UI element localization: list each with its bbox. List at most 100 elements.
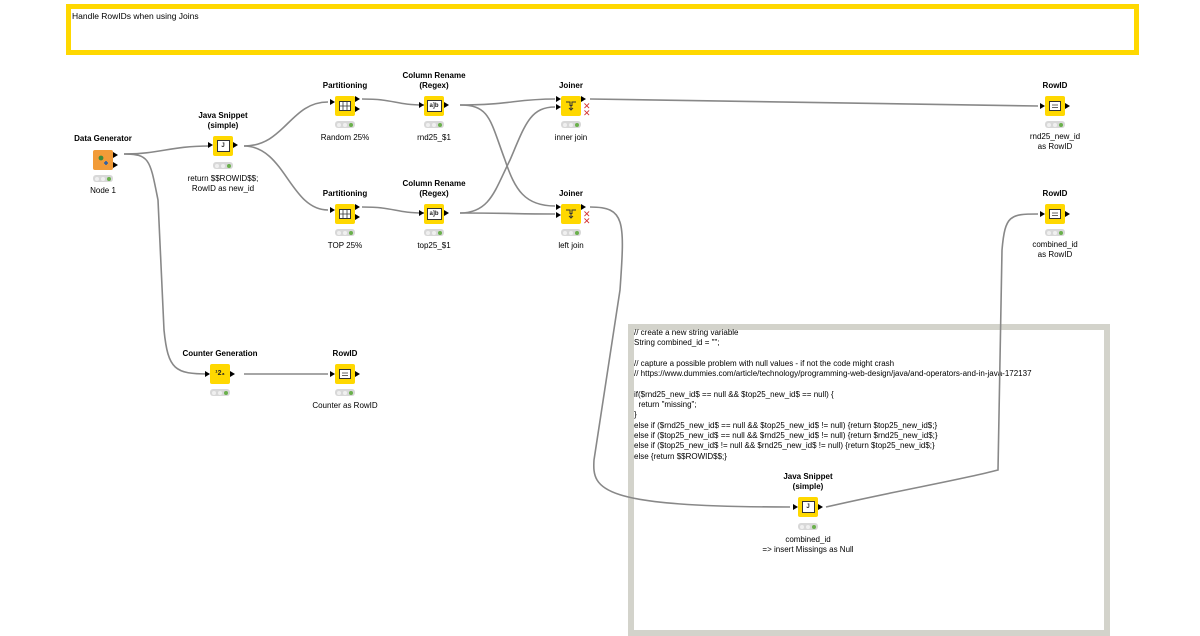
node-label[interactable]: Random 25% [320,133,370,142]
node-title: Joiner [558,81,583,90]
output-port[interactable] [1065,211,1070,217]
node-label[interactable]: top25_$1 [417,241,451,250]
output-port[interactable] [355,106,360,112]
node-label[interactable]: return $$ROWID$$; RowID as new_id [187,174,259,193]
input-port[interactable] [330,371,335,377]
input-port[interactable] [208,142,213,148]
conn-partition1-rename1 [361,98,425,106]
node-label[interactable]: combined_id => insert Missings as Null [762,535,854,554]
output-port[interactable] [355,371,360,377]
rowid-icon [1045,96,1065,116]
node-status-indicator [561,229,581,236]
node-status-indicator [335,389,355,396]
output-port[interactable] [355,96,360,102]
conn-joiner1-rowid1 [589,98,1039,107]
node-status-indicator [335,121,355,128]
conn-javasnippet-partition2 [243,145,329,211]
node-status-indicator [561,121,581,128]
input-port[interactable] [419,210,424,216]
node-title: Data Generator [74,134,132,143]
input-port[interactable] [556,104,561,110]
counter-icon: ¹2₃ [210,364,230,384]
node-title: RowID [1042,81,1068,90]
node-column-rename-1[interactable]: Column Rename (Regex) a]b rnd25_$1 [384,71,484,146]
input-port[interactable] [1040,103,1045,109]
node-label[interactable]: left join [558,241,584,250]
partitioning-icon [335,96,355,116]
rename-glyph: a]b [426,100,442,112]
column-rename-icon: a]b [424,204,444,224]
node-label[interactable]: TOP 25% [327,241,363,250]
node-title: Column Rename (Regex) [402,71,466,90]
conn-rename1-joiner1 [459,98,556,106]
inactive-port-icon: ✕ [583,209,591,219]
node-status-indicator [213,162,233,169]
conn-rename1-joiner2 [459,104,556,207]
node-column-rename-2[interactable]: Column Rename (Regex) a]b top25_$1 [384,179,484,254]
input-port[interactable] [330,207,335,213]
node-counter-generation[interactable]: Counter Generation ¹2₃ [170,349,270,399]
input-port[interactable] [556,212,561,218]
conn-javasnippet2-rowid2 [825,213,1039,508]
inactive-port-icon: ✕ [583,216,591,226]
node-rowid-2[interactable]: RowID combined_id as RowID [1005,189,1105,264]
code-annotation-text: // create a new string variable String c… [634,328,1032,461]
node-java-snippet-2[interactable]: Java Snippet (simple) J combined_id => i… [758,472,858,557]
input-port[interactable] [1040,211,1045,217]
output-port[interactable] [230,371,235,377]
conn-partition2-rename2 [361,206,425,214]
joiner-icon [561,96,581,116]
output-port[interactable] [113,162,118,168]
node-status-indicator [1045,121,1065,128]
conn-rename2-joiner2 [459,212,556,215]
node-status-indicator [798,523,818,530]
java-glyph: J [216,140,230,152]
node-partitioning-1[interactable]: Partitioning Random 25% [295,81,395,146]
output-port[interactable] [818,504,823,510]
output-port[interactable] [581,96,586,102]
node-java-snippet-1[interactable]: Java Snippet (simple) J return $$ROWID$$… [173,111,273,196]
node-title: RowID [332,349,358,358]
node-rowid-3[interactable]: RowID Counter as RowID [295,349,395,414]
node-joiner-1[interactable]: Joiner ✕ ✕ inner join [521,81,621,146]
input-port[interactable] [556,204,561,210]
input-port[interactable] [419,102,424,108]
node-partitioning-2[interactable]: Partitioning TOP 25% [295,189,395,254]
node-label[interactable]: rnd25_$1 [417,133,451,142]
node-title: Partitioning [322,189,368,198]
node-label[interactable]: combined_id as RowID [1032,240,1078,259]
rowid-icon [335,364,355,384]
output-port[interactable] [233,142,238,148]
node-label[interactable]: inner join [554,133,588,142]
node-title: Joiner [558,189,583,198]
input-port[interactable] [205,371,210,377]
input-port[interactable] [330,99,335,105]
output-port[interactable] [355,214,360,220]
node-status-indicator [1045,229,1065,236]
output-port[interactable] [444,210,449,216]
node-label[interactable]: Node 1 [90,186,116,195]
workflow-annotation-title[interactable]: Handle RowIDs when using Joins [66,4,1139,55]
java-glyph: J [801,501,815,513]
input-port[interactable] [556,96,561,102]
node-status-indicator [424,121,444,128]
node-title: Java Snippet (simple) [783,472,833,491]
node-joiner-2[interactable]: Joiner ✕ ✕ left join [521,189,621,254]
node-label[interactable]: rnd25_new_id as RowID [1029,132,1081,151]
node-label[interactable]: Counter as RowID [312,401,378,410]
joiner-icon [561,204,581,224]
output-port[interactable] [113,152,118,158]
output-port[interactable] [581,204,586,210]
output-port[interactable] [1065,103,1070,109]
inactive-port-icon: ✕ [583,101,591,111]
conn-javasnippet-partition1 [243,101,329,147]
node-status-indicator [93,175,113,182]
node-data-generator[interactable]: Data Generator Node 1 [53,134,153,204]
conn-joiner2-javasnippet2 [589,206,791,508]
input-port[interactable] [793,504,798,510]
column-rename-icon: a]b [424,96,444,116]
output-port[interactable] [355,204,360,210]
node-status-indicator [210,389,230,396]
output-port[interactable] [444,102,449,108]
node-rowid-1[interactable]: RowID rnd25_new_id as RowID [1005,81,1105,156]
